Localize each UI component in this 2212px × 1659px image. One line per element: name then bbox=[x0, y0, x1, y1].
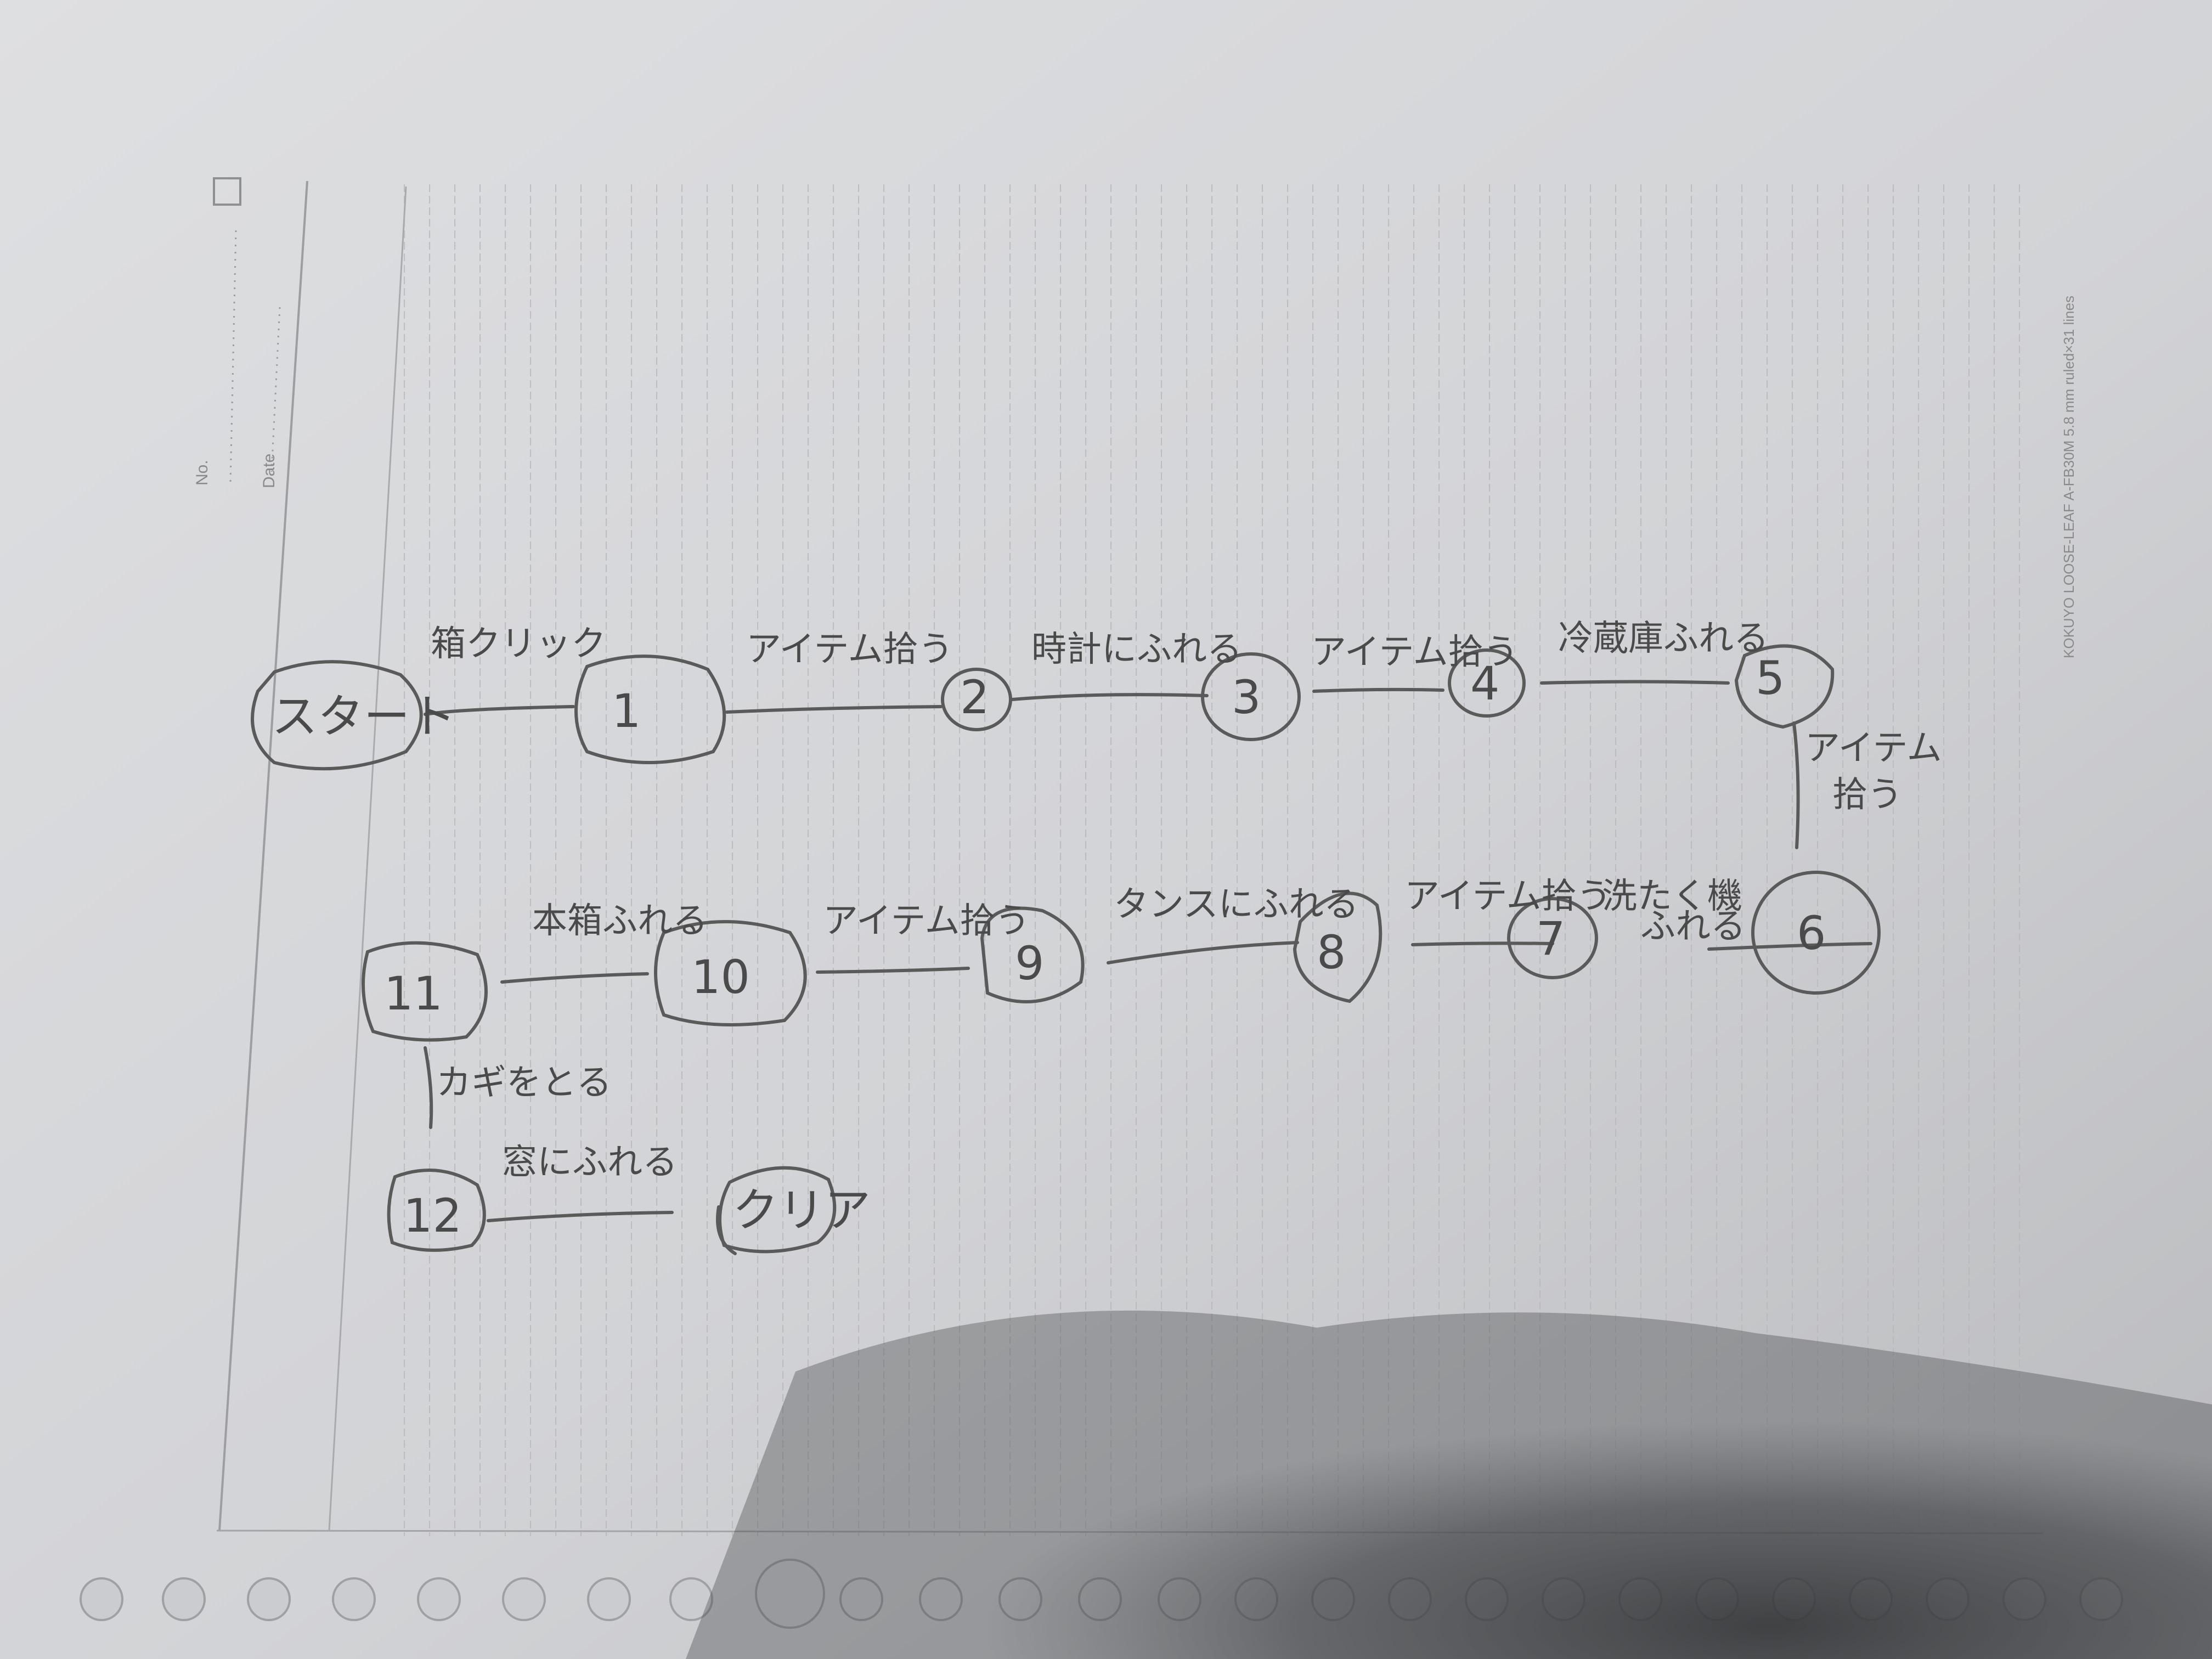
edge-label-8-9: タンスにふれる bbox=[1114, 884, 1359, 925]
edge-label-5-6-line2: 拾う bbox=[1832, 775, 1903, 815]
node-clear bbox=[716, 1166, 837, 1255]
node-1 bbox=[574, 654, 726, 764]
edge-label-10-11: 本箱ふれる bbox=[532, 901, 708, 941]
node-4-label: 4 bbox=[1470, 657, 1499, 710]
node-11 bbox=[362, 941, 488, 1042]
header-date-label: Date bbox=[260, 454, 278, 488]
node-3 bbox=[1201, 652, 1301, 741]
node-10 bbox=[654, 920, 807, 1026]
node-2-label: 2 bbox=[960, 670, 989, 724]
node-5 bbox=[1734, 644, 1835, 729]
node-start-label: スタート bbox=[272, 690, 456, 743]
node-4 bbox=[1448, 648, 1526, 718]
edge-label-6-7-line2: ふれる bbox=[1640, 906, 1746, 947]
header-no-label: No. bbox=[193, 460, 211, 486]
node-2 bbox=[941, 668, 1012, 731]
side-print: KOKUYO LOOSE-LEAF A-FB30M 5.8 mm ruled×3… bbox=[2061, 296, 2077, 658]
edge-label-5-6-line1: アイテム bbox=[1805, 728, 1942, 769]
node-8-label: 8 bbox=[1317, 926, 1346, 979]
edge-label-11-12: カギをとる bbox=[436, 1063, 612, 1103]
node-7-label: 7 bbox=[1536, 912, 1565, 966]
flow-diagram bbox=[251, 644, 1881, 1255]
node-clear-label: クリア bbox=[732, 1183, 871, 1237]
node-7 bbox=[1507, 897, 1598, 979]
edge-label-3-4: アイテム拾う bbox=[1311, 632, 1519, 673]
node-9 bbox=[980, 906, 1085, 1003]
node-start bbox=[251, 660, 423, 771]
edge-label-2-3: 時計にふれる bbox=[1031, 629, 1242, 670]
edge-label-9-10: アイテム拾う bbox=[823, 901, 1030, 941]
node-1-label: 1 bbox=[612, 684, 641, 738]
node-12-label: 12 bbox=[403, 1189, 462, 1243]
edge-label-start-1: 箱クリック bbox=[431, 624, 606, 664]
node-10-label: 10 bbox=[691, 950, 750, 1004]
node-6 bbox=[1751, 871, 1881, 995]
node-labels: スタート 1 2 3 4 5 6 7 8 9 10 11 12 クリア bbox=[272, 651, 1826, 1243]
edge-label-6-7-line1: 洗たく機 bbox=[1602, 876, 1742, 917]
edge-label-7-8: アイテム拾う bbox=[1404, 876, 1612, 917]
node-3-label: 3 bbox=[1232, 670, 1261, 724]
edge-labels: 箱クリック アイテム拾う 時計にふれる アイテム拾う 冷蔵庫ふれる アイテム 拾… bbox=[431, 618, 1942, 1183]
node-11-label: 11 bbox=[384, 967, 443, 1020]
node-5-label: 5 bbox=[1756, 651, 1785, 705]
edge-label-4-5: 冷蔵庫ふれる bbox=[1558, 618, 1769, 659]
photo-shadow bbox=[631, 1248, 2212, 1659]
node-12 bbox=[387, 1169, 486, 1252]
node-9-label: 9 bbox=[1015, 936, 1044, 990]
node-6-label: 6 bbox=[1797, 906, 1826, 960]
node-8 bbox=[1293, 891, 1383, 1003]
checkbox-icon bbox=[213, 177, 241, 206]
edge-label-12-clear: 窓にふれる bbox=[502, 1142, 678, 1183]
edge-label-1-2: アイテム拾う bbox=[746, 629, 953, 670]
